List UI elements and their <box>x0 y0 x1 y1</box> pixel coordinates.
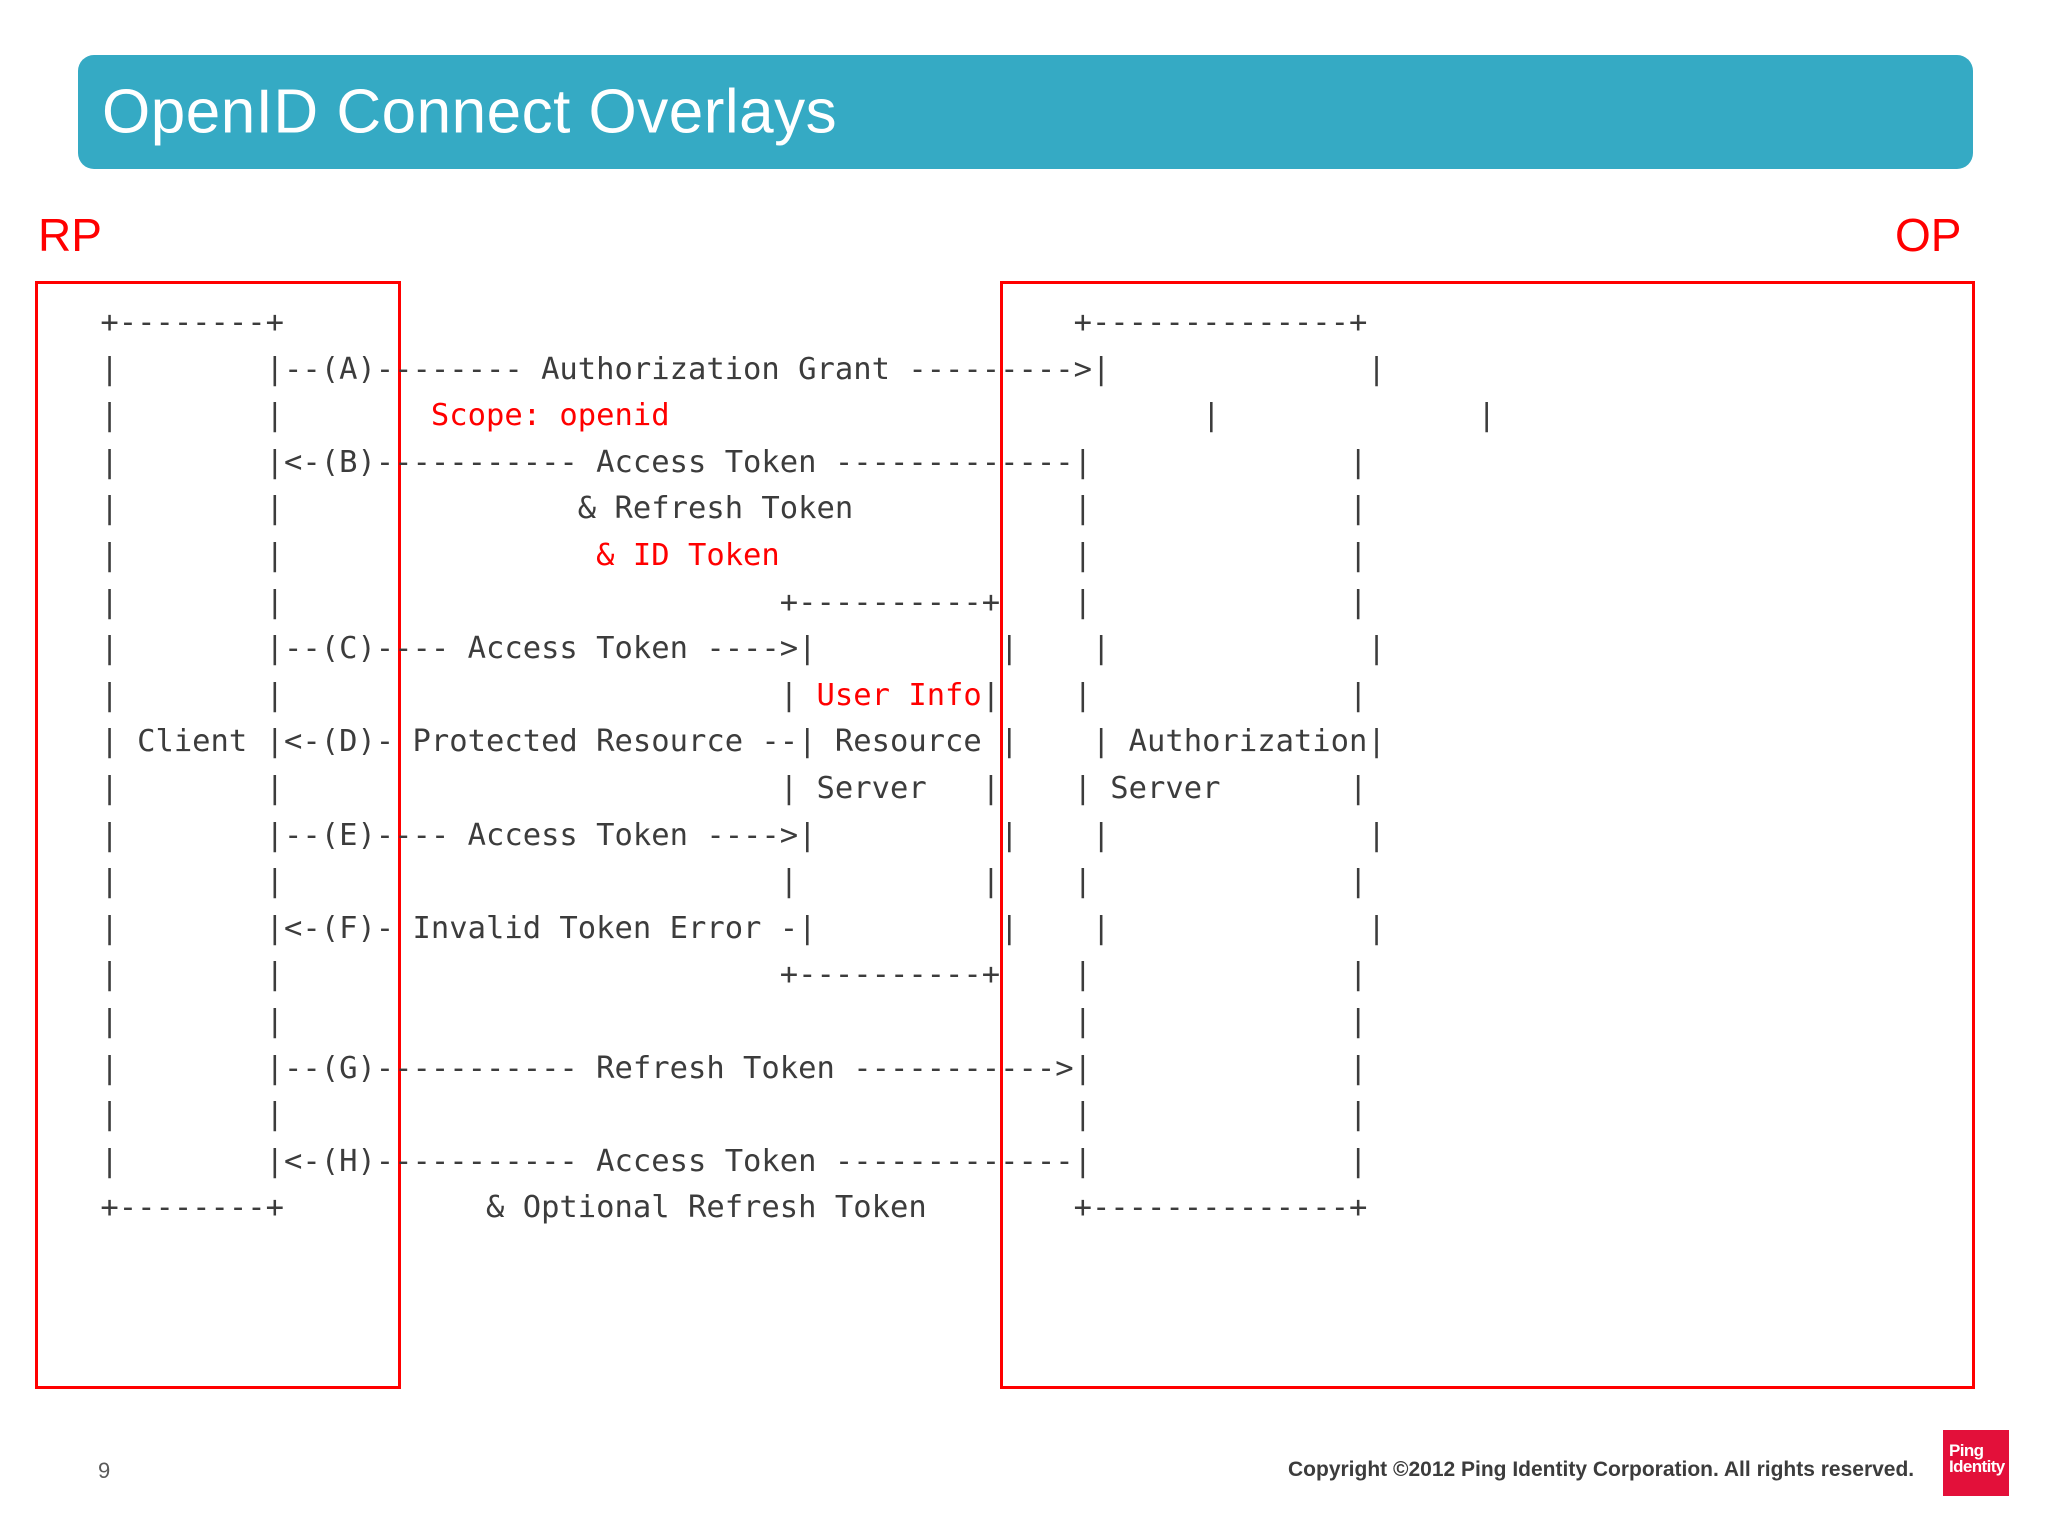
page-title: OpenID Connect Overlays <box>102 77 838 147</box>
copyright-notice: Copyright ©2012 Ping Identity Corporatio… <box>1288 1458 1915 1481</box>
ping-identity-logo: Ping Identity <box>1943 1430 2009 1496</box>
ping-identity-logo-text: Ping Identity <box>1949 1441 2005 1476</box>
oauth-flow-ascii-diagram: +--------+ +--------------+ | |--(A)----… <box>82 305 1496 1226</box>
page-number: 9 <box>98 1458 111 1483</box>
oidc-overlay-text: & ID Token <box>596 537 780 573</box>
slide-title-bar: OpenID Connect Overlays <box>78 55 1973 169</box>
zone-label-op: OP <box>1895 209 1962 261</box>
zone-box-rp <box>35 281 401 1389</box>
zone-label-rp: RP <box>38 209 102 261</box>
oidc-overlay-text: User Info <box>816 677 982 713</box>
zone-box-op <box>1000 281 1975 1389</box>
oidc-overlay-text: Scope: openid <box>430 398 670 434</box>
